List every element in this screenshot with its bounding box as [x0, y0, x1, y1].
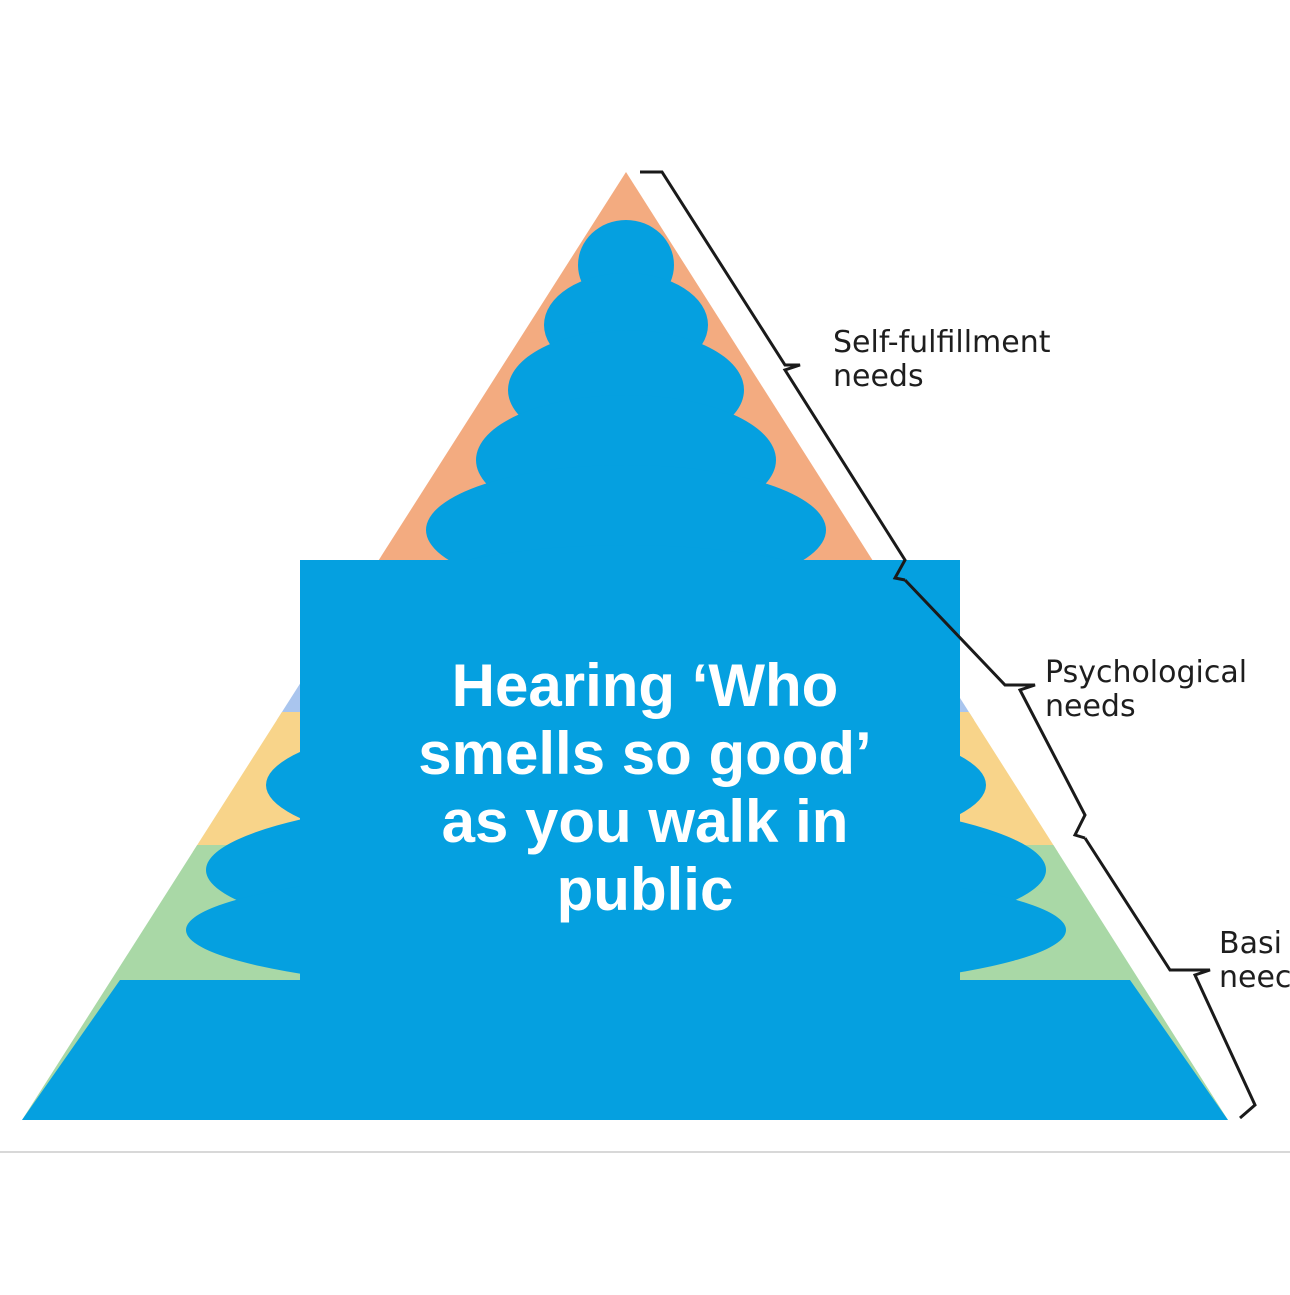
blue-blob-overlay [22, 220, 1228, 1120]
meme-caption: Hearing ‘Who smells so good’ as you walk… [300, 652, 990, 924]
label-self-fulfillment-needs: Self-fulfillment needs [833, 326, 1051, 394]
label-psychological-needs: Psychological needs [1045, 656, 1247, 724]
caption-line: Hearing ‘Who [451, 652, 839, 719]
bracket-psychological [903, 578, 1087, 840]
caption-line: public [556, 856, 734, 923]
label-basic-needs: Basi neec [1219, 927, 1290, 995]
tier-brackets [640, 170, 1257, 1120]
caption-line: as you walk in [441, 788, 849, 855]
label-line: Basi [1219, 926, 1282, 961]
label-line: needs [833, 359, 924, 394]
label-line: Psychological [1045, 655, 1248, 690]
bracket-self-fulfillment [640, 170, 907, 582]
bracket-basic [1083, 837, 1257, 1120]
label-line: Self-fulfillment [833, 325, 1051, 360]
label-line: neec [1219, 960, 1290, 995]
caption-line: smells so good’ [418, 720, 872, 787]
label-line: needs [1045, 689, 1136, 724]
